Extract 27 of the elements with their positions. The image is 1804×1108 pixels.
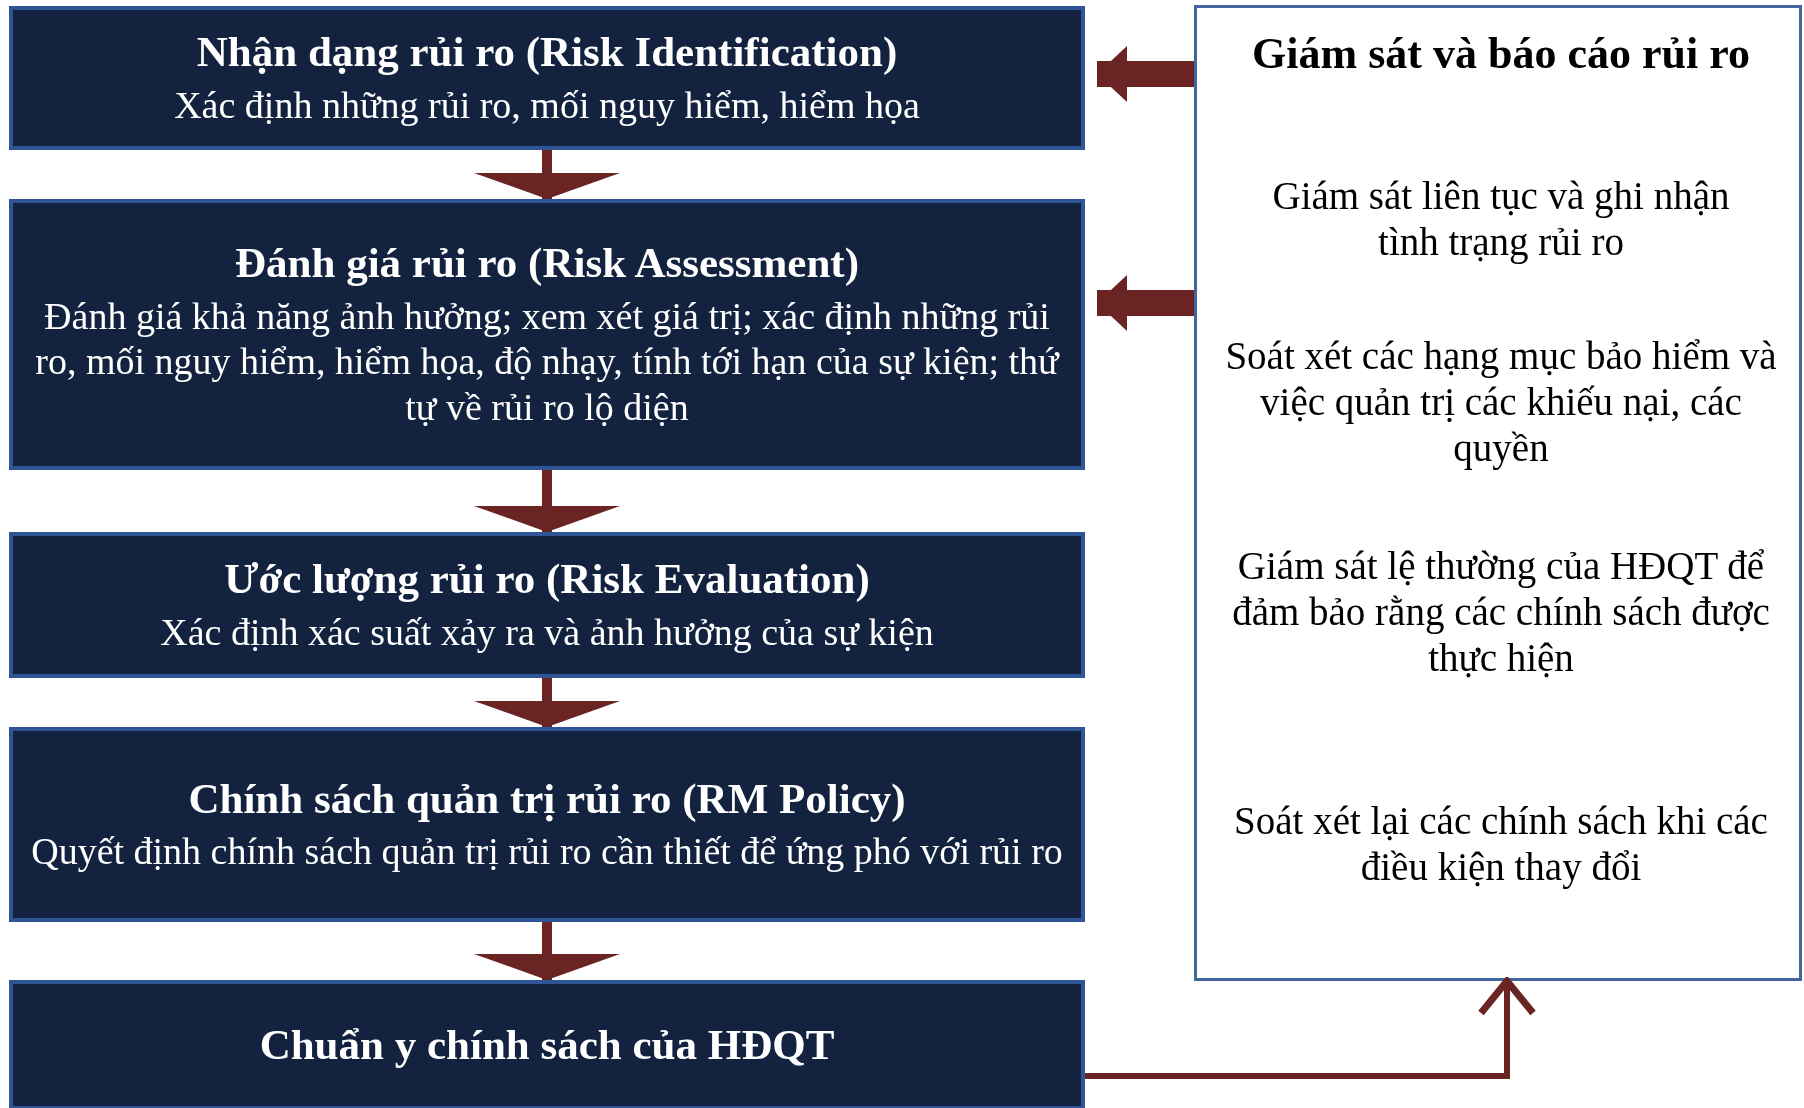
- panel-heading: Giám sát và báo cáo rủi ro: [1251, 28, 1751, 80]
- panel-text: Giám sát liên tục và ghi nhận tình trạng rủi ro: [1271, 173, 1731, 266]
- panel-text: Soát xét các hạng mục bảo hiểm và việc quản trị các khiếu nại, các quyền: [1224, 333, 1778, 472]
- box-title: Ước lượng rủi ro (Risk Evaluation): [224, 554, 870, 604]
- arrow: [1097, 46, 1194, 102]
- box-text: Xác định những rủi ro, mối nguy hiểm, hiểm họa: [174, 82, 920, 128]
- process-box: [9, 199, 1085, 470]
- box-title: Nhận dạng rủi ro (Risk Identification): [196, 27, 898, 77]
- arrow: [474, 470, 620, 532]
- process-box: [9, 727, 1085, 922]
- box-title: Chuẩn y chính sách của HĐQT: [259, 1020, 835, 1070]
- box-title: Chính sách quản trị rủi ro (RM Policy): [188, 774, 906, 824]
- process-box: [9, 980, 1085, 1108]
- panel-text: Soát xét lại các chính sách khi các điều kiện thay đổi: [1233, 798, 1769, 891]
- process-box: [9, 532, 1085, 678]
- box-text: Quyết định chính sách quản trị rủi ro cần thiết để ứng phó với rủi ro: [31, 829, 1063, 875]
- panel-box: [1194, 5, 1802, 981]
- arrow: [1097, 275, 1194, 331]
- box-text: Xác định xác suất xảy ra và ảnh hưởng của sự kiện: [160, 609, 934, 655]
- process-box: [9, 6, 1085, 150]
- box-text: Đánh giá khả năng ảnh hưởng; xem xét giá trị; xác định những rủi ro, mối nguy hiểm, hiểm họa, độ nhạy, tính tới hạn của sự kiện; thứ tự về rủi ro lộ diện: [34, 293, 1061, 430]
- arrow: [474, 678, 620, 727]
- panel-text: Giám sát lệ thường của HĐQT để đảm bảo rằng các chính sách được thực hiện: [1231, 543, 1771, 682]
- arrow: [1085, 977, 1537, 1079]
- arrow: [474, 150, 620, 199]
- box-title: Đánh giá rủi ro (Risk Assessment): [235, 238, 859, 288]
- arrow: [474, 922, 620, 980]
